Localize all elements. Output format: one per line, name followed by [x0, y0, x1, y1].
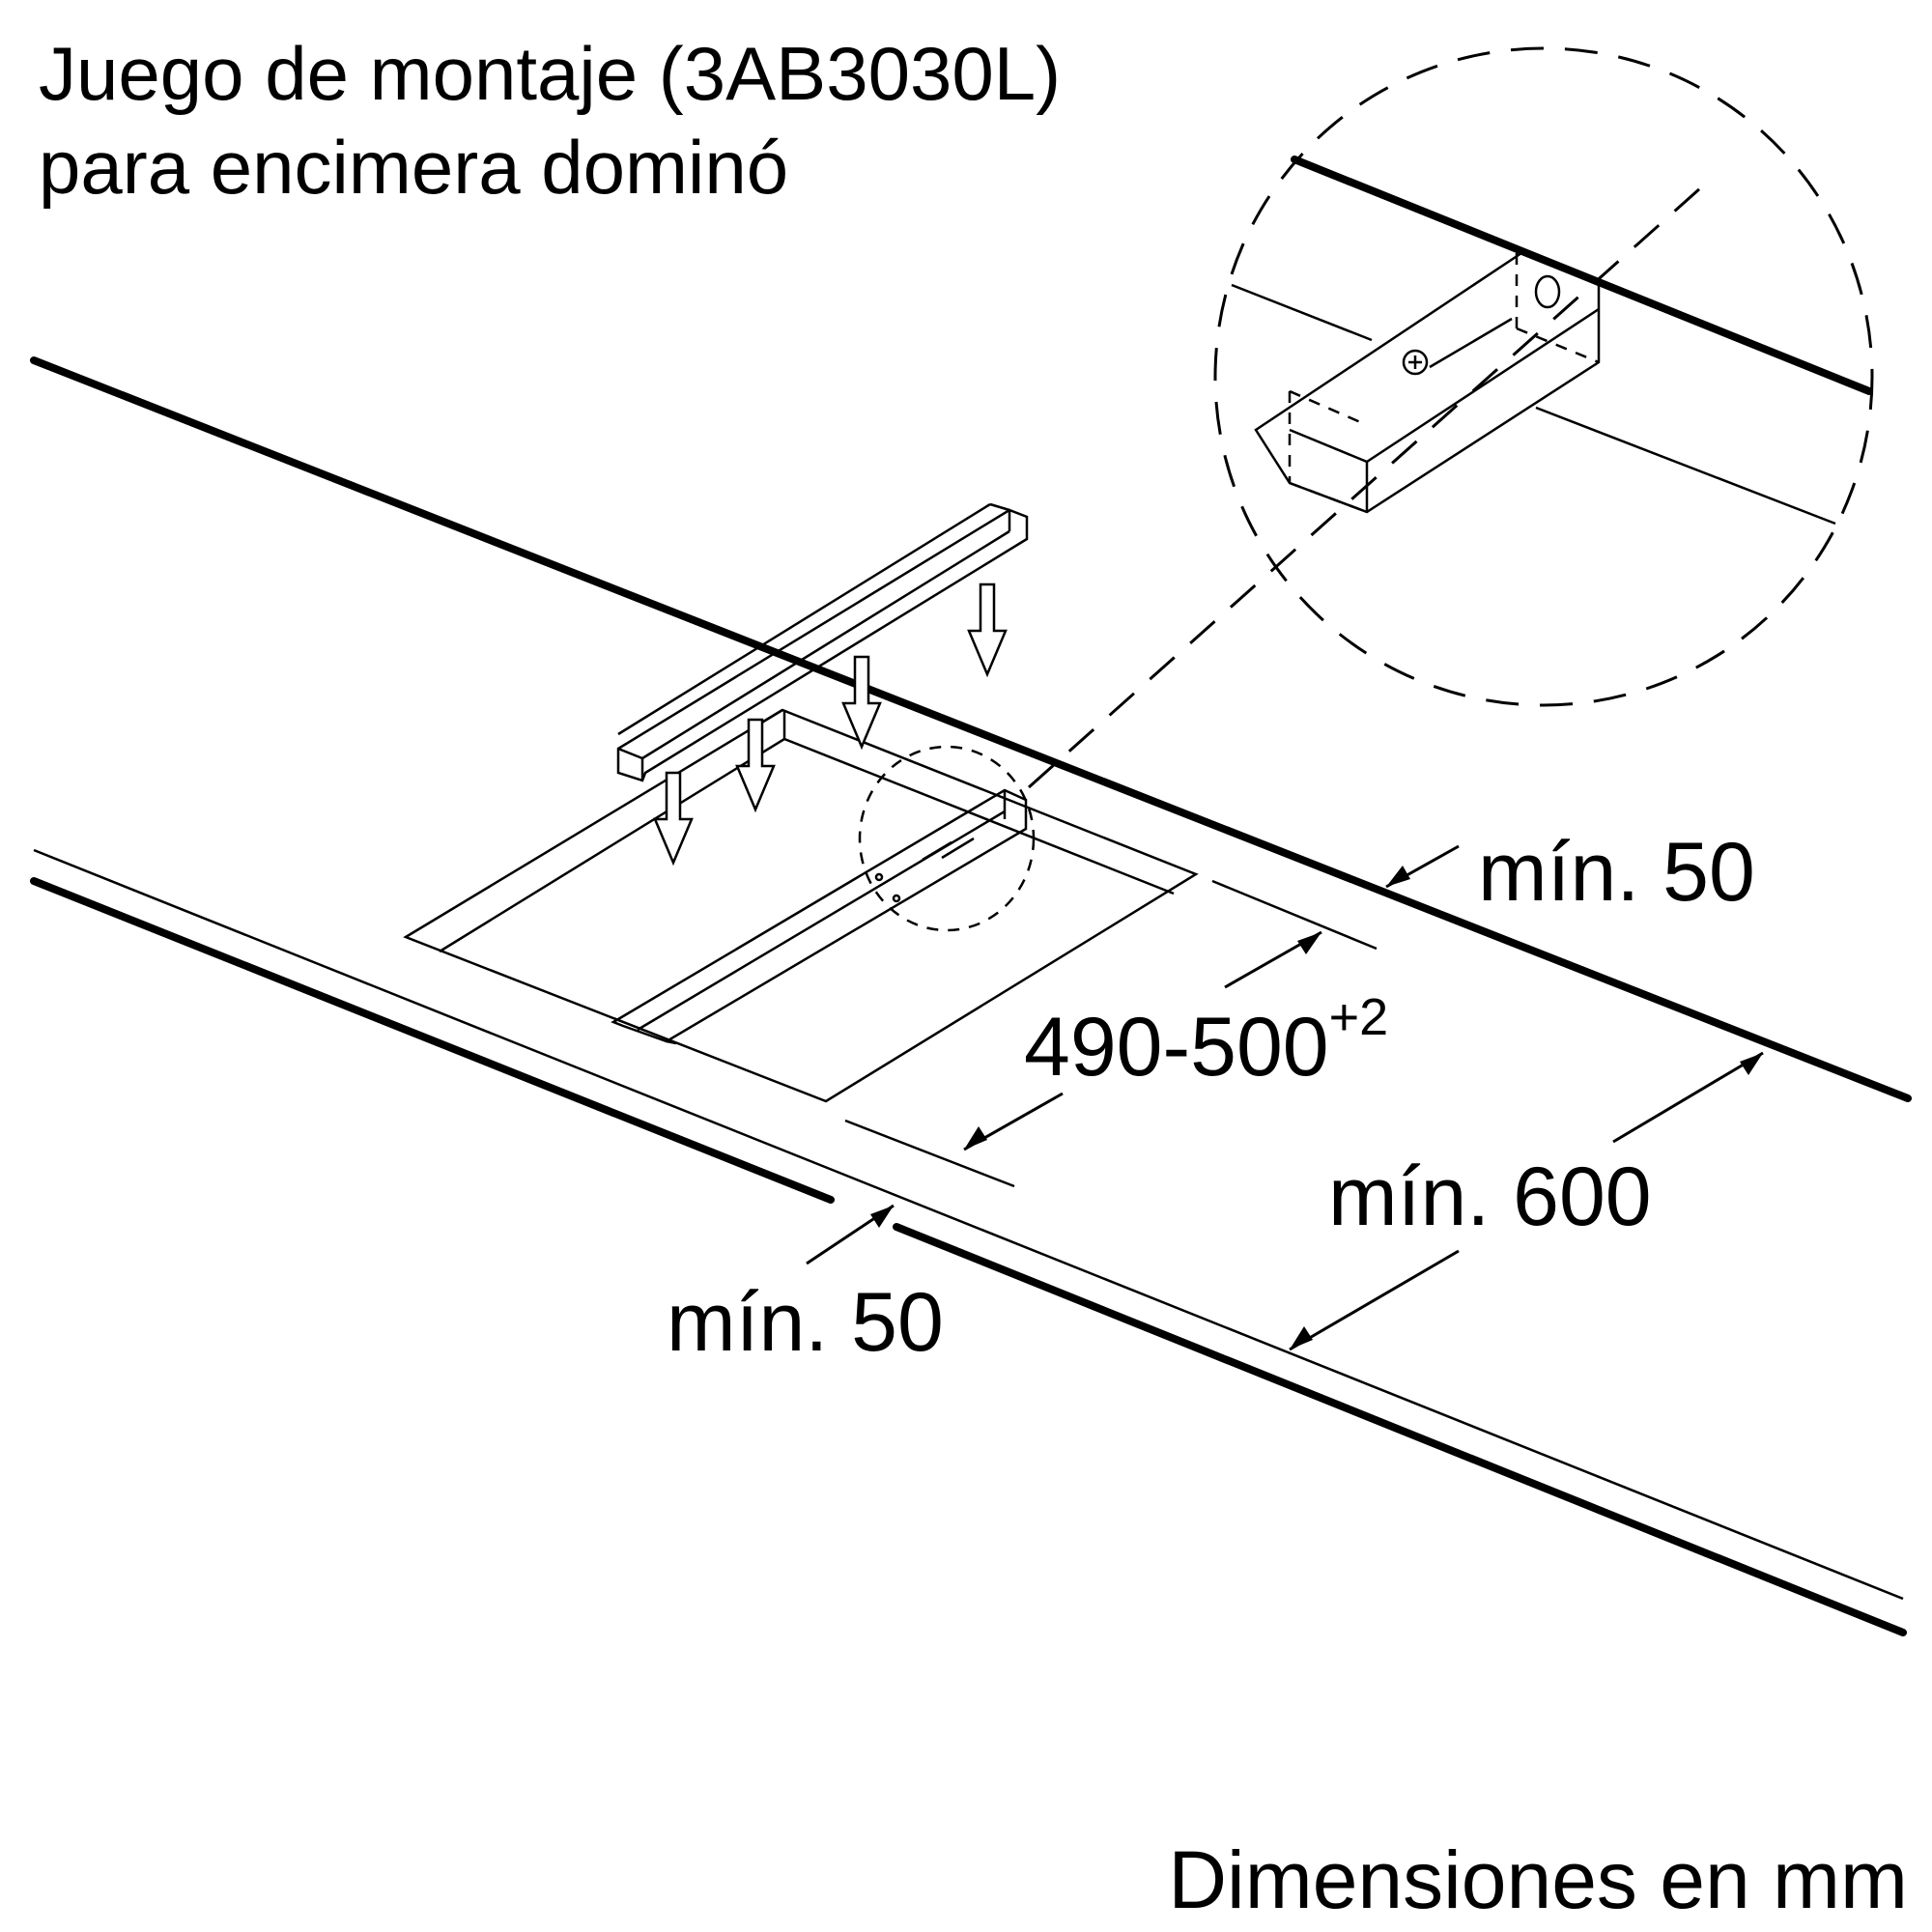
dim-depth: mín. 600	[1289, 1051, 1764, 1351]
down-arrow-icon	[841, 655, 882, 751]
down-arrow-icon	[653, 771, 694, 867]
down-arrow-icon	[967, 582, 1008, 678]
title-line-1: Juego de montaje (3AB3030L)	[39, 31, 1061, 116]
detail-marker-circle	[858, 745, 1036, 932]
dim-front-gap-label: mín. 50	[667, 1276, 944, 1369]
dim-back-gap-label: mín. 50	[1478, 826, 1755, 919]
title-line-2: para encimera dominó	[39, 125, 788, 210]
dim-cutout-width: 490-500+2	[844, 879, 1388, 1188]
insert-direction-arrows	[653, 582, 1008, 867]
screw-head-icon	[1402, 349, 1429, 376]
dim-depth-label: mín. 600	[1328, 1151, 1652, 1243]
hob-cutout	[403, 708, 1199, 1103]
countertop-front-edge	[30, 848, 1907, 1636]
center-support-bar	[611, 788, 1028, 1045]
dim-front-gap: mín. 50	[667, 1204, 944, 1369]
down-arrow-icon	[735, 718, 776, 813]
zoom-leader-line	[1028, 186, 1701, 789]
mounting-rail	[616, 502, 1029, 782]
dim-back-gap: mín. 50	[1385, 826, 1755, 919]
dim-cutout-width-label: 490-500+2	[1024, 988, 1388, 1094]
countertop-back-edge	[30, 356, 1912, 1102]
zoom-detail	[1213, 46, 1874, 707]
units-note: Dimensiones en mm	[1168, 1834, 1908, 1925]
